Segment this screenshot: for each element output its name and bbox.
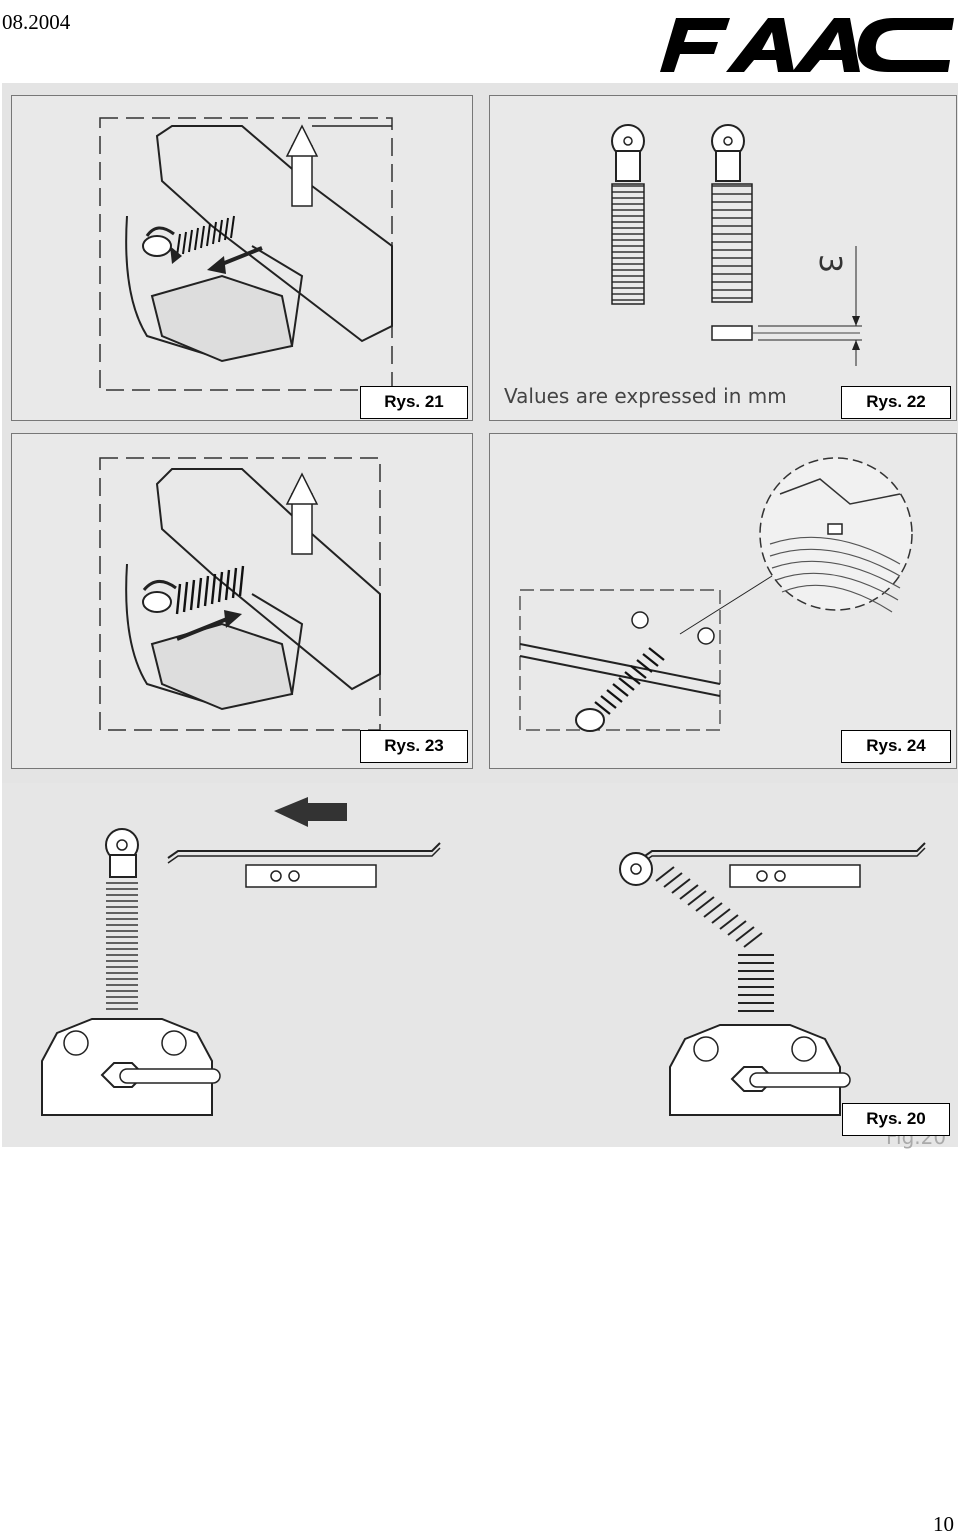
page-date: 08.2004 <box>2 10 71 34</box>
rys-23-drawing <box>12 434 474 770</box>
caption-rys-22: Rys. 22 <box>841 386 951 419</box>
caption-rys-24: Rys. 24 <box>841 730 951 763</box>
faac-logo <box>660 18 954 72</box>
figure-rys-22: 3 Values are expressed in mm Rys. 22 <box>489 95 957 421</box>
figure-rys-24: Rys. 24 <box>489 433 957 769</box>
rys-24-drawing <box>490 434 958 770</box>
figure-rys-23: Rys. 23 <box>11 433 473 769</box>
rys-20-drawing <box>2 797 958 1147</box>
figure-rys-20: Fig.20 Rys. 20 <box>2 783 958 1149</box>
caption-rys-21: Rys. 21 <box>360 386 468 419</box>
dimension-value: 3 <box>812 253 848 274</box>
rys-21-drawing <box>12 96 474 422</box>
rys-22-drawing <box>490 96 958 422</box>
page-number: 10 <box>933 1512 954 1536</box>
caption-rys-20: Rys. 20 <box>842 1103 950 1136</box>
units-note: Values are expressed in mm <box>504 384 787 408</box>
figures-area: Rys. 21 <box>2 83 958 1149</box>
caption-rys-23: Rys. 23 <box>360 730 468 763</box>
figure-rys-21: Rys. 21 <box>11 95 473 421</box>
